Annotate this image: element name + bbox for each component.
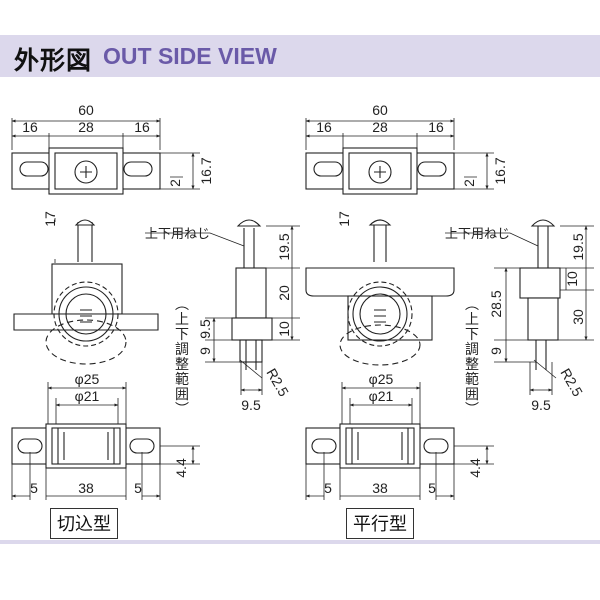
dim-side: 30 — [570, 309, 586, 325]
dim-pin: 17 — [336, 211, 352, 227]
section-header: 外形図 OUT SIDE VIEW — [0, 35, 600, 77]
dim-bottom-left: 5 — [324, 480, 332, 496]
dim-width: 9.5 — [241, 397, 261, 413]
side-view-body — [231, 219, 273, 370]
dim-pin: 17 — [42, 211, 58, 227]
side-view-body — [519, 219, 561, 370]
adjust-range-caption: ︵上下調整範囲︶ — [175, 297, 189, 418]
dim-right: 16 — [134, 119, 150, 135]
dim-a: 9.5 — [197, 319, 213, 339]
screw-label: 上下用ねじ — [145, 226, 210, 241]
top-view-plate — [11, 147, 161, 195]
dim-height: 16.7 — [492, 157, 508, 184]
header-title-jp: 外形図 — [14, 46, 93, 75]
dim-left: 16 — [22, 119, 38, 135]
dim-slot: 2 — [167, 179, 183, 187]
dim-left: 16 — [316, 119, 332, 135]
dim-overall: 60 — [372, 102, 388, 118]
dim-offset: 4.4 — [173, 458, 189, 478]
dims-heiko: 60 16 28 16 16.7 2 17 上下用ねじ 19.5 10 30 2… — [316, 102, 586, 496]
dim-mid: 20 — [276, 285, 292, 301]
dim-center: 28 — [78, 119, 94, 135]
dim-top: 19.5 — [570, 233, 586, 260]
view-kirikomi — [12, 118, 300, 500]
dim-width: 9.5 — [531, 397, 551, 413]
screw-label: 上下用ねじ — [445, 226, 510, 241]
bottom-view-plate — [305, 423, 455, 469]
dim-outer: φ25 — [369, 371, 394, 387]
dim-b: 9 — [197, 347, 213, 355]
dim-lower: 10 — [564, 271, 580, 287]
dim-outer: φ25 — [75, 371, 100, 387]
type-label-heiko: 平行型 — [346, 508, 414, 539]
view-heiko — [306, 118, 594, 500]
dim-height: 16.7 — [198, 157, 214, 184]
dim-right: 16 — [428, 119, 444, 135]
dim-slot: 2 — [461, 179, 477, 187]
dim-radius: R2.5 — [557, 366, 586, 400]
dim-offset: 4.4 — [467, 458, 483, 478]
dim-bottom-right: 5 — [134, 480, 142, 496]
dim-center: 28 — [372, 119, 388, 135]
dim-top: 19.5 — [276, 233, 292, 260]
front-view-body — [305, 219, 455, 366]
type-label-kirikomi: 切込型 — [50, 508, 118, 539]
dim-bottom-center: 38 — [78, 480, 94, 496]
header-title-en: OUT SIDE VIEW — [103, 43, 277, 69]
front-view-body — [13, 219, 159, 365]
dim-inner: φ21 — [369, 388, 394, 404]
bottom-view-plate — [11, 423, 161, 469]
dim-bottom-left: 5 — [30, 480, 38, 496]
dim-lower: 10 — [276, 321, 292, 337]
dim-overall: 60 — [78, 102, 94, 118]
dim-bottom-right: 5 — [428, 480, 436, 496]
footer-divider — [0, 540, 600, 544]
dim-radius: R2.5 — [263, 366, 292, 400]
dim-bottom-center: 38 — [372, 480, 388, 496]
dim-inner: φ21 — [75, 388, 100, 404]
top-view-plate — [305, 147, 455, 195]
adjust-range-caption: ︵上下調整範囲︶ — [465, 297, 479, 418]
dim-mid: 28.5 — [488, 290, 504, 317]
dim-b: 9 — [488, 347, 504, 355]
